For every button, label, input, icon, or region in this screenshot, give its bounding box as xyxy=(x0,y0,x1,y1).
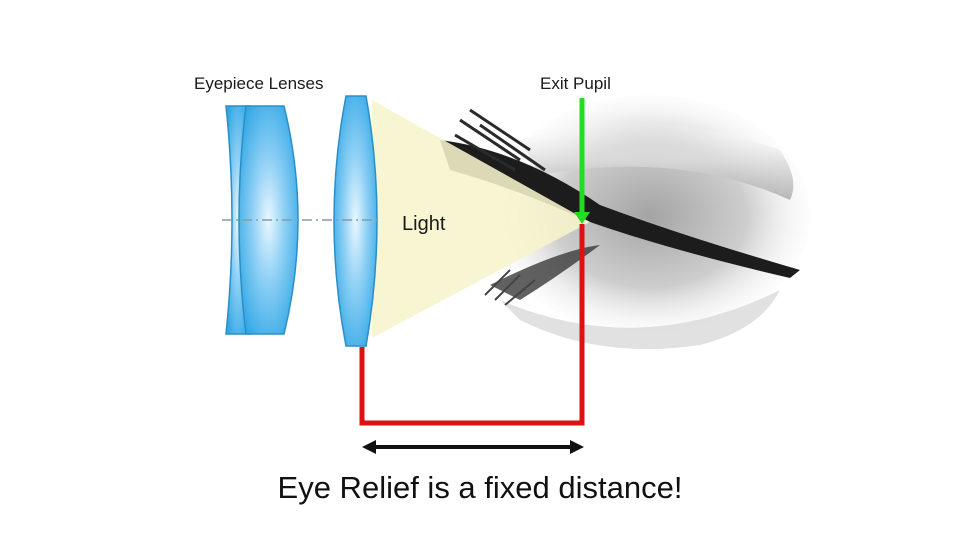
exit-pupil-arrowhead xyxy=(574,212,590,224)
light-label: Light xyxy=(402,213,446,235)
exit-pupil-marker xyxy=(574,98,590,224)
distance-arrow-right-head xyxy=(570,440,584,454)
eye-illustration xyxy=(440,95,810,350)
lens-element-3 xyxy=(333,95,378,347)
distance-arrow-left-head xyxy=(362,440,376,454)
distance-arrow xyxy=(362,440,584,454)
eyelash-upper xyxy=(440,140,800,278)
eyepiece-lenses xyxy=(225,95,378,347)
diagram-caption: Eye Relief is a fixed distance! xyxy=(277,470,683,505)
exit-pupil-label: Exit Pupil xyxy=(540,74,611,93)
eye-relief-bracket xyxy=(359,224,585,426)
eyepiece-lenses-label: Eyepiece Lenses xyxy=(194,74,323,93)
light-cone xyxy=(372,100,590,338)
eyelash-lower xyxy=(490,245,600,300)
